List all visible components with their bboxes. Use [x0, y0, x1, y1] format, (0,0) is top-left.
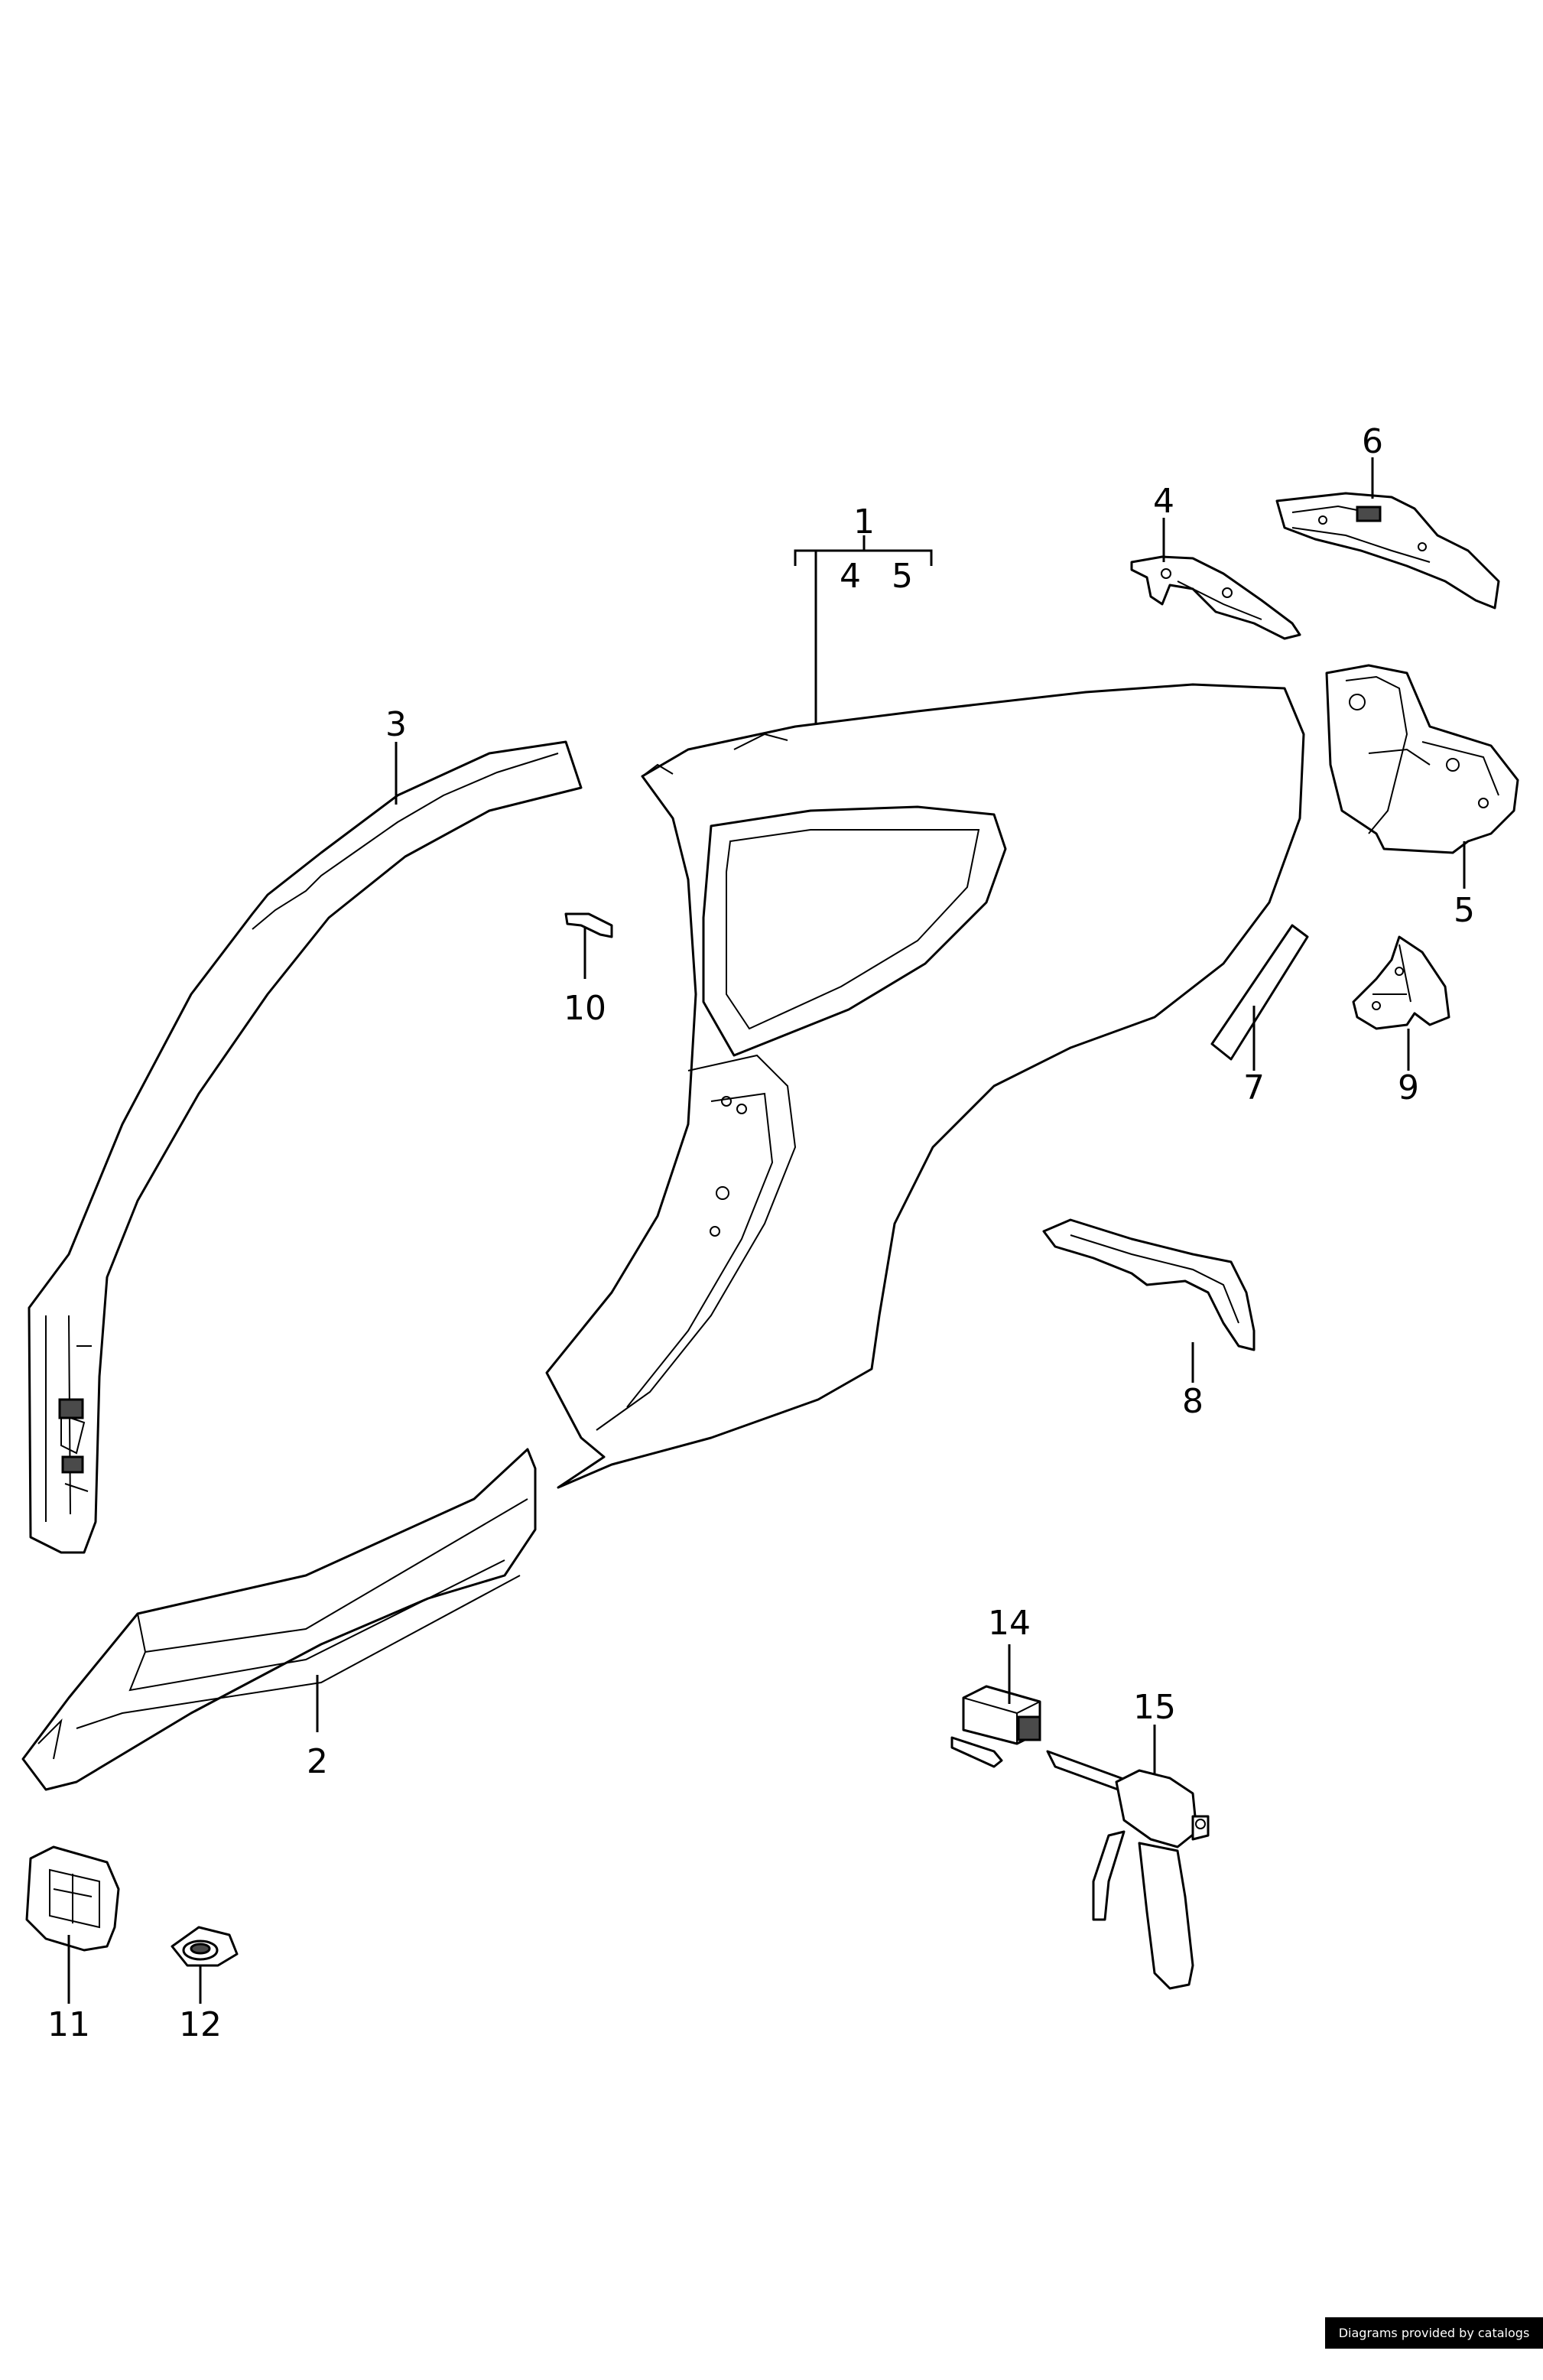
callout-12: 12 [179, 2005, 222, 2044]
part-12-grommet[interactable] [171, 1926, 239, 1967]
part-15-gun[interactable] [1046, 1750, 1210, 1990]
part-5-inner-panel[interactable] [1325, 664, 1519, 854]
callout-8: 8 [1182, 1382, 1204, 1421]
callout-7: 7 [1243, 1068, 1265, 1107]
part-11-cover[interactable] [25, 1845, 120, 1952]
callout-2: 2 [307, 1742, 328, 1781]
part-9-bracket[interactable] [1352, 935, 1450, 1030]
credit-footer: Diagrams provided by catalogs parts [1325, 2317, 1543, 2372]
callout-1: 1 [853, 502, 875, 541]
callout-3: 3 [385, 705, 407, 744]
callout-5: 5 [1454, 891, 1475, 930]
callout-labels: 1 4 5 3 4 6 5 10 7 9 8 2 14 15 11 12 [47, 422, 1475, 2044]
part-8-arch[interactable] [1042, 1218, 1256, 1351]
part-1-side-panel[interactable] [545, 683, 1305, 1489]
callout-15: 15 [1133, 1688, 1176, 1727]
part-6-rail[interactable] [1275, 492, 1500, 610]
part-2-sill[interactable] [21, 1448, 537, 1791]
callout-1-sub-4: 4 [840, 557, 861, 596]
part-14-cartridge[interactable] [950, 1685, 1041, 1768]
leader-lines [67, 457, 1466, 2004]
callout-14: 14 [988, 1604, 1031, 1643]
callout-4: 4 [1153, 482, 1174, 521]
part-7-strip[interactable] [1210, 924, 1309, 1061]
callout-10: 10 [564, 989, 606, 1028]
callout-6: 6 [1362, 422, 1383, 461]
callout-11: 11 [47, 2005, 90, 2044]
part-10-clip[interactable] [564, 912, 613, 938]
callout-1-sub-5: 5 [892, 557, 913, 596]
callout-9: 9 [1398, 1068, 1419, 1107]
part-4-bracket[interactable] [1130, 555, 1301, 640]
part-3-pillar[interactable] [28, 740, 583, 1554]
